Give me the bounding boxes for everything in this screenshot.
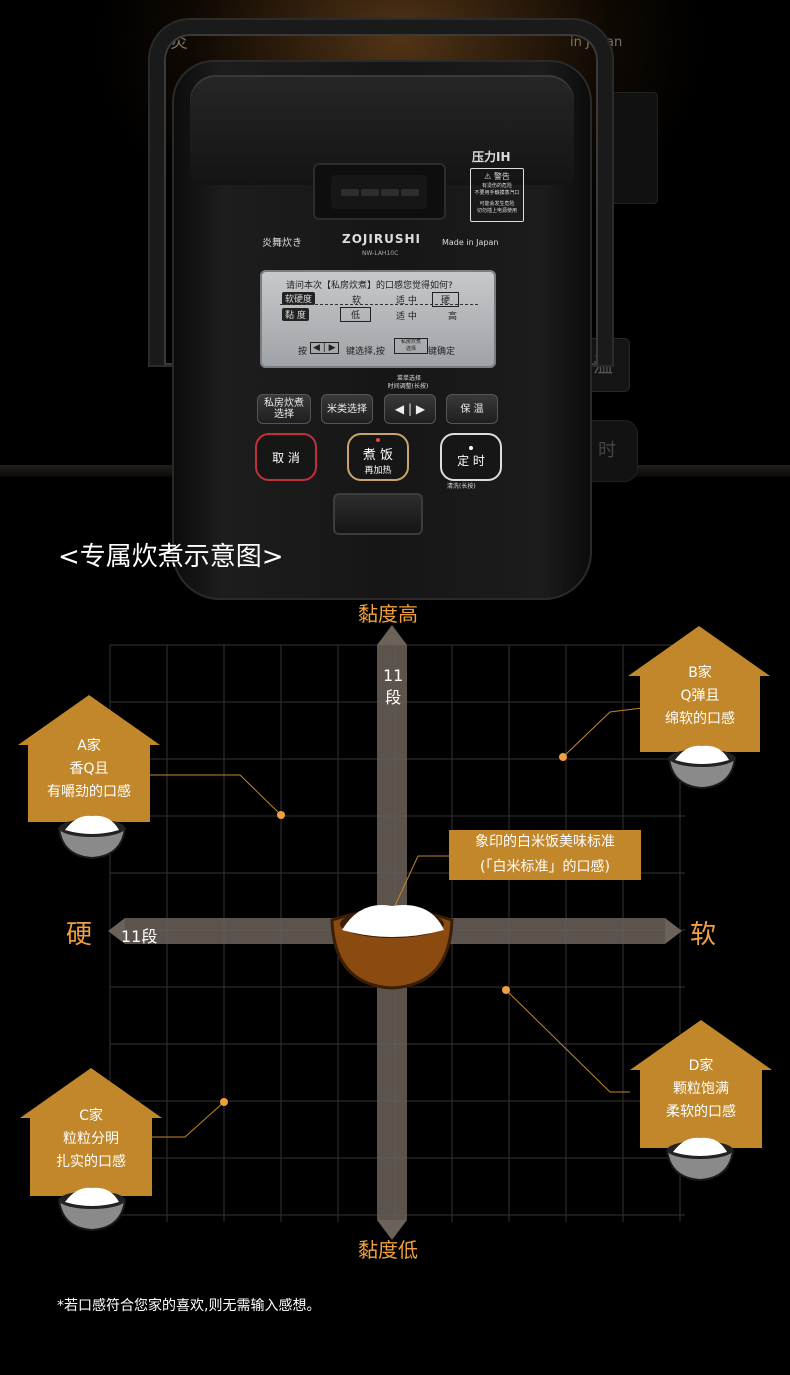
warning-label: ⚠ 警告 有烫伤的危险 不要用手触摸蒸汽口 可能会发生危险 切勿插上电源使用 [470, 168, 524, 222]
screen-row2-opt1: 低 [340, 307, 372, 322]
warning-line-4: 切勿插上电源使用 [476, 208, 517, 214]
cancel-button[interactable]: 取 消 [255, 433, 317, 481]
screen-hint-mid: 键选择,按 [346, 347, 385, 357]
series-logo: 炎舞炊き [262, 238, 302, 249]
menu-hint-1: 菜单选择 [396, 375, 421, 382]
point-b [559, 753, 567, 761]
connector-b [562, 707, 643, 758]
callout-b-line-3: 绵软的口感 [665, 711, 735, 727]
axis-label-left: 硬 [66, 920, 93, 950]
rice-bowl-icon [57, 815, 127, 860]
callout-a-line-3: 有嚼劲的口感 [47, 784, 131, 800]
brand-logo: ZOJIRUSHI [342, 232, 421, 246]
steam-vent [313, 163, 446, 220]
axis-arrow-right-icon [665, 918, 682, 944]
footnote: *若口感符合您家的喜欢,则无需输入感想。 [57, 1298, 321, 1314]
cook-button[interactable]: 煮 饭 再加热 [347, 433, 409, 481]
axis-label-right: 软 [690, 920, 717, 950]
point-d [502, 986, 510, 994]
top-steps-label: 11 段 [383, 666, 404, 707]
left-steps-label: 11段 [121, 927, 158, 946]
standard-line-2: (「白米标准」的口感) [480, 859, 610, 875]
reheat-label: 再加热 [364, 466, 392, 476]
keep-warm-button[interactable]: 保 温 [446, 394, 498, 424]
standard-label: 象印的白米饭美味标准 (「白米标准」的口感) [449, 830, 641, 880]
standard-line-1: 象印的白米饭美味标准 [475, 834, 615, 850]
callout-b-line-1: B家 [688, 665, 712, 681]
rice-bowl-icon [57, 1187, 127, 1232]
menu-hint-2: 时间调整(长按) [387, 383, 429, 390]
callout-b [628, 626, 770, 752]
rice-bowl-icon [665, 1137, 735, 1182]
arrow-buttons[interactable]: ◀ | ▶ [384, 394, 436, 424]
connector-c [148, 1101, 225, 1138]
standard-rice-bowl-icon [330, 905, 454, 990]
axis-arrow-down-icon [377, 1220, 407, 1240]
axis-label-bottom: 黏度低 [358, 1238, 418, 1262]
callout-c-line-1: C家 [79, 1108, 103, 1124]
screen-row1-opt2: 适 中 [396, 296, 417, 306]
cancel-button-label: 取 消 [272, 450, 300, 465]
warning-line-1: 有烫伤的危险 [481, 183, 512, 189]
private-cook-button[interactable]: 私房炊煮 选择 [257, 394, 311, 424]
callout-c-text: C家 粒粒分明 扎实的口感 [30, 1105, 152, 1174]
timer-button-label: 定 时 [457, 453, 485, 468]
lid-release-button[interactable] [333, 493, 423, 535]
point-c [220, 1098, 228, 1106]
clean-hint: 清洗(长按) [447, 483, 476, 490]
rice-bowl-icon [667, 745, 737, 790]
screen-question: 请问本次【私房炊煮】的口感您觉得如何? [286, 281, 453, 291]
screen-row1-opt3: 硬 [432, 292, 460, 307]
model-number: NW-LAH10C [362, 250, 399, 257]
screen-hint-pre: 按 [298, 347, 308, 357]
timer-indicator-icon [469, 445, 473, 450]
connector-standard [392, 855, 449, 911]
cook-indicator-icon [376, 438, 380, 442]
screen-row2-opt3: 高 [448, 312, 458, 322]
connector-a [148, 774, 282, 816]
callout-d-line-1: D家 [688, 1058, 714, 1074]
point-a [277, 811, 285, 819]
screen-row2-opt2: 适 中 [396, 312, 417, 322]
callout-d-text: D家 颗粒饱满 柔软的口感 [640, 1055, 762, 1124]
screen-hint-post: 键确定 [428, 347, 456, 357]
standard-label-box [449, 830, 641, 880]
callout-d [630, 1020, 772, 1148]
screen-row1-label: 软硬度 [282, 292, 316, 305]
screen-arrow-icon: ◀ | ▶ [310, 342, 339, 354]
lcd-screen: 请问本次【私房炊煮】的口感您觉得如何? 软硬度 软 适 中 硬 黏 度 低 适 … [260, 270, 496, 368]
callout-a [18, 695, 160, 822]
screen-hint-box: 私房炊煮 选择 [394, 338, 428, 354]
callout-d-line-2: 颗粒饱满 [673, 1081, 729, 1097]
callout-b-line-2: Q弹且 [680, 688, 720, 704]
timer-button[interactable]: 定 时 [440, 433, 502, 481]
callout-c-line-3: 扎实的口感 [56, 1154, 126, 1170]
warning-title: ⚠ 警告 [484, 172, 510, 181]
made-in-label: Made in Japan [442, 238, 499, 247]
connector-d [505, 989, 630, 1093]
warning-line-2: 不要用手触摸蒸汽口 [474, 190, 520, 196]
cooker-handle [150, 20, 612, 365]
callout-a-text: A家 香Q且 有嚼劲的口感 [28, 735, 150, 804]
cook-button-label: 煮 饭 [362, 448, 394, 463]
rice-type-button[interactable]: 米类选择 [321, 394, 373, 424]
callout-a-line-1: A家 [77, 738, 101, 754]
warning-line-3: 可能会发生危险 [479, 201, 515, 207]
screen-row1-opt1: 软 [352, 296, 362, 306]
pressure-ih-label: 压力IH [472, 150, 511, 164]
axis-arrow-left-icon [108, 918, 125, 944]
axis-arrow-up-icon [377, 625, 407, 645]
callout-a-line-2: 香Q且 [69, 761, 109, 777]
callout-b-text: B家 Q弹且 绵软的口感 [640, 662, 760, 731]
callout-c [20, 1068, 162, 1196]
axis-label-top: 黏度高 [358, 602, 418, 626]
callout-c-line-2: 粒粒分明 [63, 1131, 119, 1147]
callout-d-line-3: 柔软的口感 [666, 1104, 736, 1120]
screen-row2-label: 黏 度 [282, 308, 309, 321]
diagram-title: <专属炊煮示意图> [58, 542, 284, 572]
